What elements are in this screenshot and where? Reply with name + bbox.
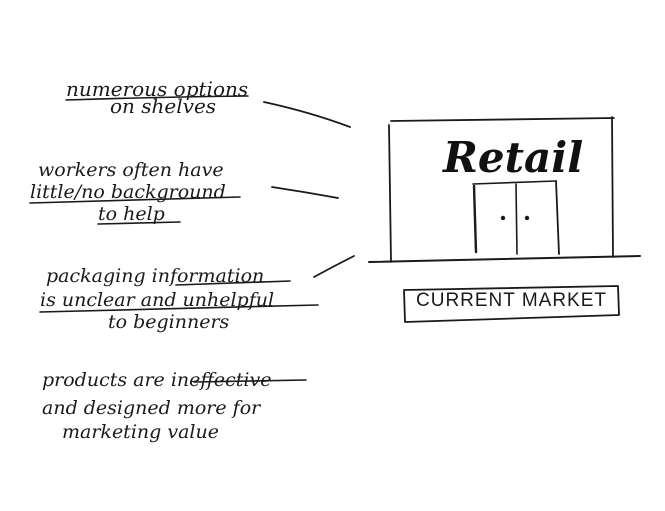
underline-workers-2	[97, 221, 181, 225]
note-products-line-1: products are ineffective	[42, 369, 271, 391]
note-numerous-options: numerous options on shelves	[65, 77, 249, 118]
underline-packaging-2	[39, 304, 319, 313]
storefront-drawing: Retail	[368, 116, 641, 263]
note-packaging-line-3: to beginners	[108, 311, 230, 333]
note-workers-line-3: to help	[98, 203, 165, 225]
door-handle-right	[524, 215, 530, 221]
storefront-right-wall	[611, 116, 614, 258]
storefront-roof-line	[390, 117, 615, 122]
note-workers: workers often have little/no background …	[29, 159, 241, 225]
note-products-line-3: marketing value	[62, 421, 219, 443]
door-handle-left	[500, 215, 506, 221]
note-workers-line-1: workers often have	[38, 159, 224, 181]
note-packaging-line-1: packaging information	[46, 265, 264, 287]
storefront-left-wall	[388, 124, 392, 263]
connector-line-2	[271, 186, 339, 199]
underline-workers-1	[29, 196, 241, 204]
note-products: products are ineffective and designed mo…	[42, 369, 307, 443]
current-market-label: CURRENT MARKET	[403, 285, 620, 323]
underline-numerous-options	[65, 95, 249, 101]
note-products-line-2: and designed more for	[42, 397, 262, 419]
storefront-ground-line	[368, 255, 641, 263]
connector-line-3	[313, 255, 355, 278]
underline-packaging-1	[175, 280, 291, 286]
note-workers-line-2: little/no background	[30, 181, 226, 203]
connector-line-1	[263, 101, 351, 128]
store-door	[472, 180, 560, 255]
retail-sign: Retail	[442, 133, 583, 182]
note-packaging: packaging information is unclear and unh…	[39, 265, 319, 333]
underline-products	[193, 379, 307, 383]
caption-text: CURRENT MARKET	[416, 290, 607, 311]
note-packaging-line-2: is unclear and unhelpful	[40, 289, 274, 311]
caption-box	[403, 285, 620, 323]
